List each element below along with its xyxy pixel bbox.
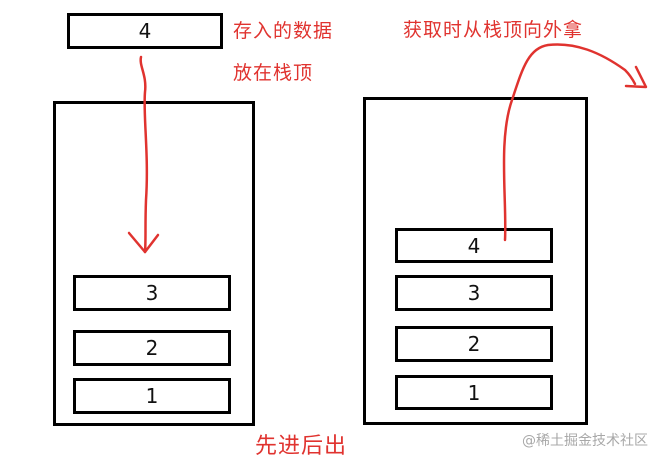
caption: 先进后出 [255, 434, 348, 459]
left-stack-item-label: 2 [145, 336, 159, 360]
push-arrowhead [127, 231, 160, 254]
right-stack-item-label: 4 [467, 233, 481, 258]
right-stack-item: 2 [395, 326, 553, 362]
left-stack-item: 2 [73, 330, 231, 366]
push-arrow [139, 55, 149, 254]
push-note-line2: 放在栈顶 [233, 62, 314, 84]
left-stack-item-label: 3 [145, 281, 159, 305]
pop-note: 获取时从栈顶向外拿 [403, 19, 584, 41]
left-stack-item: 1 [73, 378, 231, 414]
right-stack-item-label: 1 [467, 380, 481, 405]
push-note-line1: 存入的数据 [233, 20, 334, 42]
watermark: @稀土掘金技术社区 [522, 433, 648, 449]
right-stack-item: 1 [395, 375, 553, 410]
right-stack-item-label: 2 [467, 332, 481, 356]
left-stack-item: 3 [73, 275, 231, 311]
left-stack-container [53, 101, 255, 426]
incoming-item: 4 [67, 13, 223, 49]
right-stack-item: 4 [395, 228, 553, 263]
right-stack-item: 3 [395, 275, 553, 311]
incoming-item-label: 4 [138, 19, 152, 43]
pop-arrowhead [624, 65, 648, 89]
left-stack-item-label: 1 [145, 384, 159, 408]
right-stack-item-label: 3 [467, 281, 481, 305]
pop-arrow [502, 43, 637, 242]
